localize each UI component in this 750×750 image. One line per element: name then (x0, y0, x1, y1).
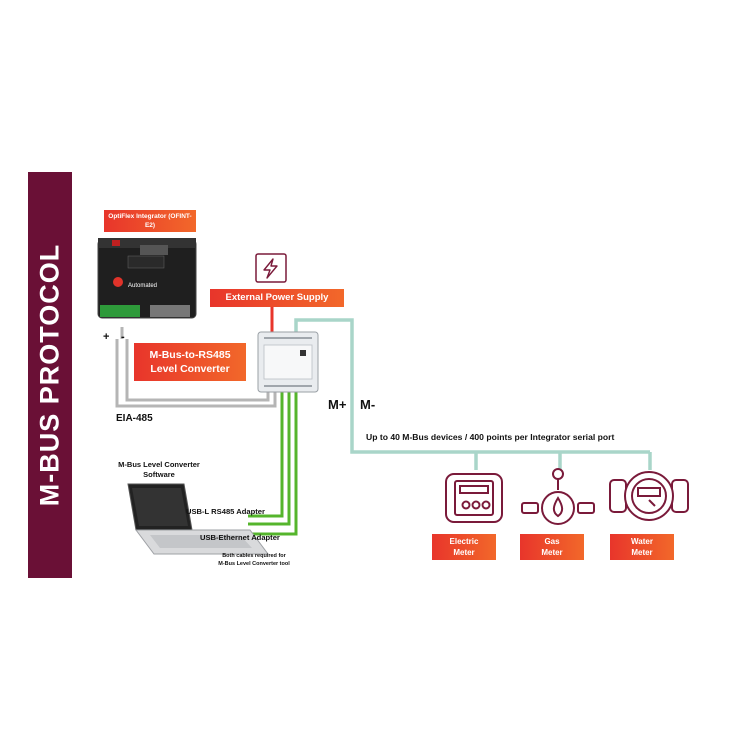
eia-485-label: EIA-485 (116, 413, 153, 424)
usb-wires (248, 392, 298, 536)
converter-label-line1: M-Bus-to-RS485 (149, 349, 231, 361)
water-meter-label-line1: Water (631, 537, 653, 546)
laptop-icon (127, 483, 269, 555)
electric-meter-label-line2: Meter (453, 548, 475, 557)
gas-meter-label: Gas Meter (520, 534, 584, 560)
cables-note: Both cables required for M-Bus Level Con… (206, 552, 302, 568)
software-label-line2: Software (143, 470, 175, 479)
gas-meter-icon (521, 468, 595, 525)
minus-terminal-label: - (121, 331, 125, 343)
level-converter-device (257, 331, 319, 393)
protocol-banner: M-BUS PROTOCOL (28, 172, 72, 578)
eia-485-wire (115, 327, 277, 408)
plus-terminal-label: + (103, 331, 110, 343)
mbus-wire (294, 318, 652, 470)
software-label: M-Bus Level Converter Software (104, 460, 214, 480)
electric-meter-label-line1: Electric (449, 537, 479, 546)
m-minus-label: M- (360, 397, 376, 412)
integrator-label: OptiFlex Integrator (OFINT-E2) (104, 210, 196, 232)
m-plus-label: M+ (328, 397, 347, 412)
usb-rs485-label: USB-L RS485 Adapter (186, 507, 265, 516)
usb-ethernet-label: USB-Ethernet Adapter (200, 533, 280, 542)
capacity-text: Up to 40 M-Bus devices / 400 points per … (366, 432, 615, 442)
gas-meter-label-line2: Meter (541, 548, 563, 557)
power-supply-label: External Power Supply (210, 289, 344, 307)
water-meter-label: Water Meter (610, 534, 674, 560)
converter-label-line2: Level Converter (150, 363, 230, 375)
gas-meter-label-line1: Gas (544, 537, 560, 546)
cables-note-line1: Both cables required for (222, 553, 286, 559)
lightning-icon (255, 253, 287, 283)
electric-meter-label: Electric Meter (432, 534, 496, 560)
banner-title: M-BUS PROTOCOL (34, 243, 65, 507)
converter-label: M-Bus-to-RS485 Level Converter (134, 343, 246, 381)
water-meter-label-line2: Meter (631, 548, 653, 557)
cables-note-line2: M-Bus Level Converter tool (218, 561, 290, 567)
water-meter-icon (609, 471, 689, 521)
electric-meter-icon (445, 473, 503, 523)
software-label-line1: M-Bus Level Converter (118, 460, 200, 469)
svg-text:Automated: Automated (128, 283, 157, 289)
integrator-device: Automated (97, 238, 197, 319)
